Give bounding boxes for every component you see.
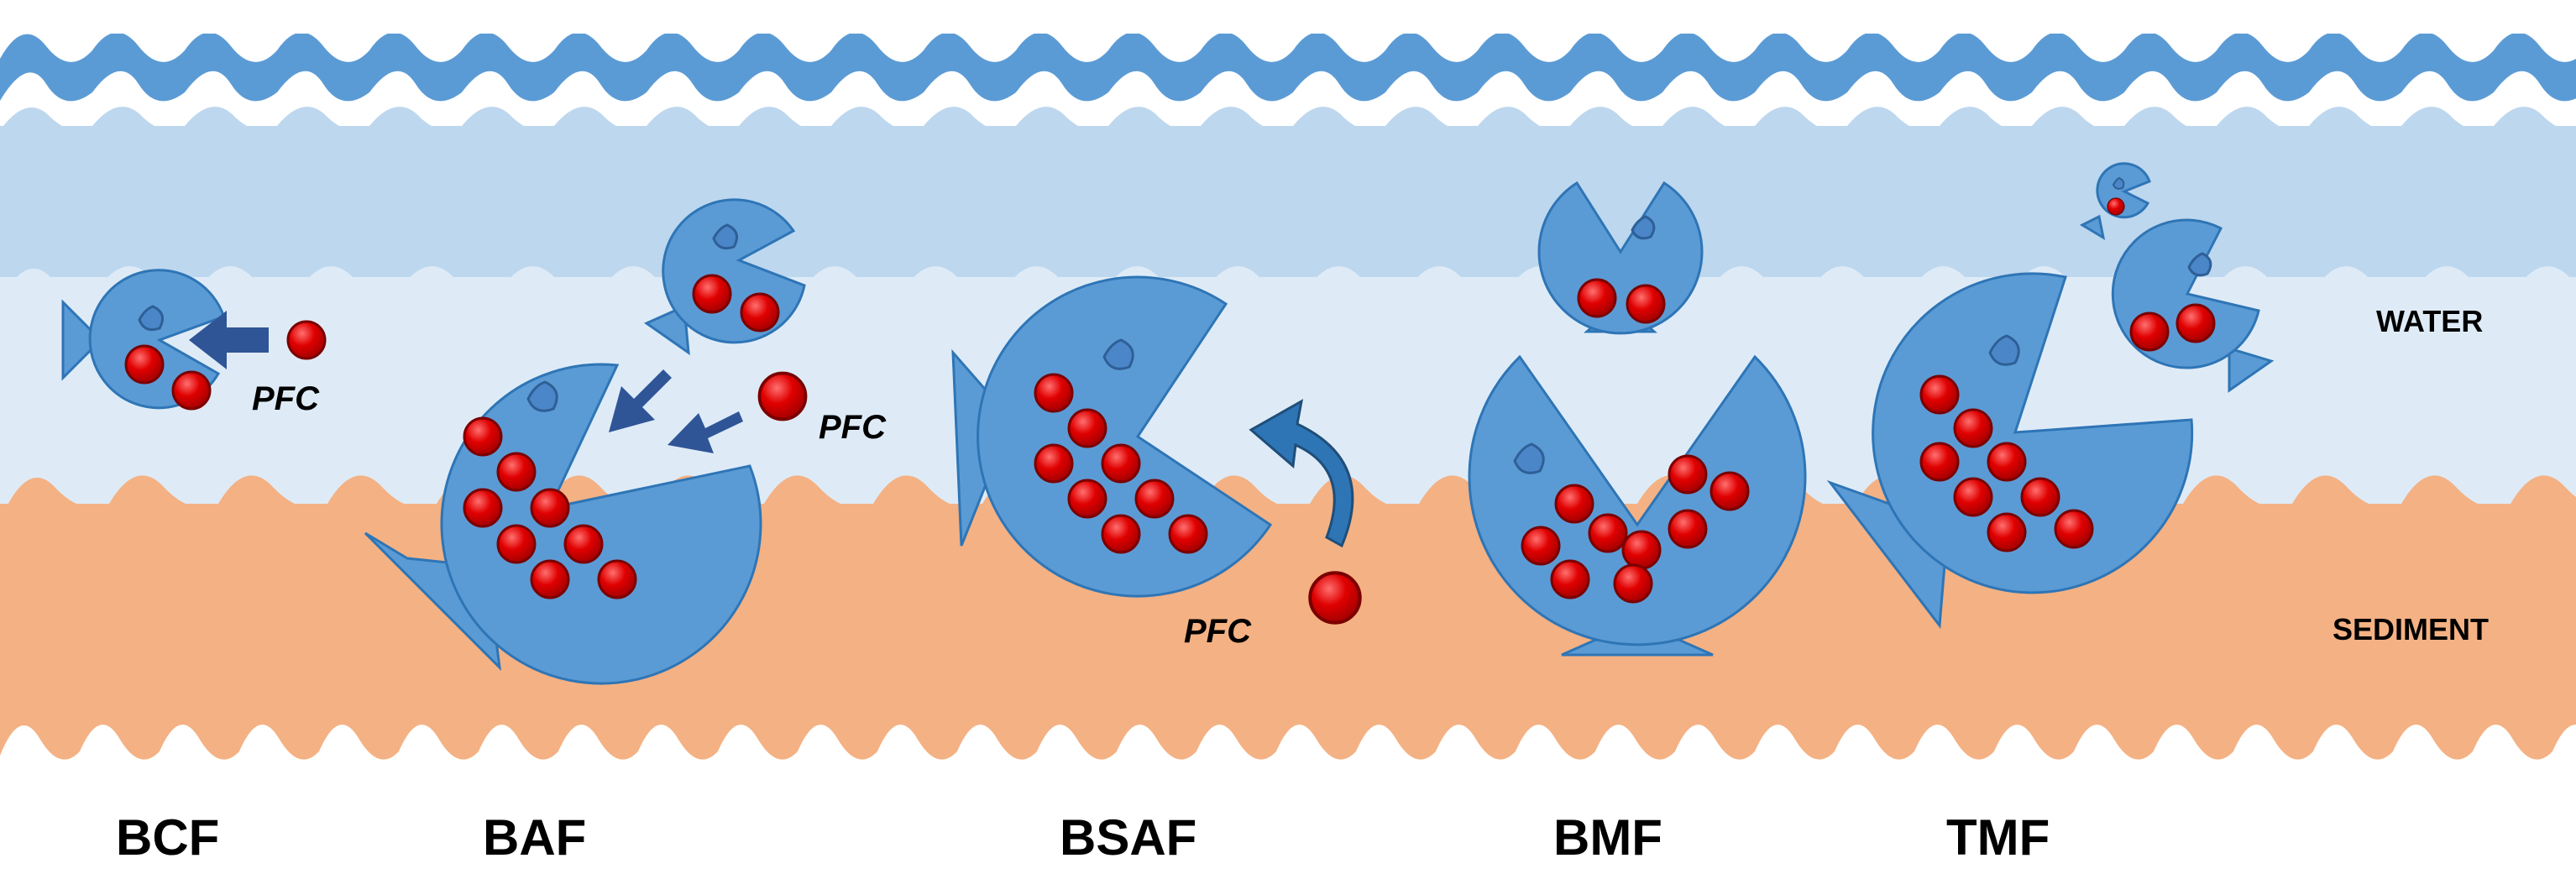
pfc-particle <box>1953 408 1993 448</box>
wave-top-white-shape <box>0 107 2576 168</box>
baf-label: BAF <box>483 809 586 866</box>
bcf-label: BCF <box>116 809 219 866</box>
sediment-bottom-waves <box>0 725 2576 874</box>
pfc-particle <box>1168 514 1208 554</box>
wave-top-dark-shape <box>0 0 2576 62</box>
fish-icon <box>364 363 762 685</box>
water-surface-waves <box>0 0 2576 62</box>
pfc-particle <box>597 559 637 599</box>
curved-uptake-arrow-icon <box>1249 399 1354 548</box>
pfc-particle <box>1919 442 1960 482</box>
pfc-particle <box>171 370 212 411</box>
water-surface-crests <box>0 71 2576 168</box>
wave-bottom-shape <box>0 725 2576 874</box>
bsaf-group: PFC <box>951 275 1360 650</box>
pfc-particle <box>2107 197 2125 216</box>
pfc-particle <box>286 320 327 360</box>
uptake-arrow-icon <box>609 369 672 432</box>
pfc-particle <box>2129 311 2170 352</box>
pfc-particle <box>1101 514 1141 554</box>
pfc-particle <box>2175 303 2216 343</box>
bmf-group <box>1468 181 1807 657</box>
pfc-particle <box>1034 373 1074 413</box>
sediment-zone-label: SEDIMENT <box>2333 612 2489 646</box>
pfc-label: PFC <box>1184 613 1252 650</box>
bmf-label: BMF <box>1553 809 1662 866</box>
pfc-particle <box>1621 530 1662 570</box>
pfc-particle <box>1067 479 1107 519</box>
pfc-particle <box>530 488 570 528</box>
pfc-particle <box>1134 479 1175 519</box>
fish-icon <box>951 275 1273 598</box>
pfc-particle <box>1668 509 1708 549</box>
pfc-particle <box>2054 509 2094 549</box>
pfc-particle <box>1034 443 1074 484</box>
pfc-particle <box>1554 484 1594 524</box>
pfc-particle <box>496 524 537 564</box>
pfc-particle <box>1550 559 1590 599</box>
uptake-arrow-icon <box>189 311 269 369</box>
pfc-particle <box>1709 471 1750 511</box>
pfc-particle <box>1577 278 1617 318</box>
pfc-particle <box>2020 477 2060 517</box>
pfc-particle <box>692 274 732 314</box>
pfc-particle <box>1987 512 2027 552</box>
pfc-label: PFC <box>252 380 320 417</box>
pfc-particle <box>1101 443 1141 484</box>
fish-icon <box>1826 272 2194 630</box>
pfc-particle <box>1521 526 1561 566</box>
pfc-particle <box>124 344 165 385</box>
pfc-particle <box>740 292 780 332</box>
baf-group: PFC <box>364 198 887 685</box>
pfc-particle <box>530 559 570 599</box>
pfc-particle <box>1588 513 1628 553</box>
bsaf-label: BSAF <box>1060 809 1196 866</box>
pfc-particle <box>1953 477 1993 517</box>
pfc-particle <box>1310 573 1359 622</box>
wave-top-white-shape <box>0 71 2576 126</box>
pfc-particle <box>1067 408 1107 448</box>
pfc-particle <box>1626 284 1666 324</box>
pfc-particle <box>563 524 604 564</box>
pfc-particle <box>1613 563 1653 604</box>
pfc-particle <box>757 371 808 421</box>
tmf-label: TMF <box>1946 809 2050 866</box>
pfc-particle <box>1919 374 1960 415</box>
pfc-particle <box>463 416 503 457</box>
pfc-label: PFC <box>819 409 887 446</box>
pfc-particle <box>1987 442 2027 482</box>
bcf-group: PFC <box>61 269 327 417</box>
uptake-arrow-icon <box>668 411 743 453</box>
tmf-group <box>1826 162 2275 630</box>
pfc-particle <box>463 488 503 528</box>
pfc-particle <box>1668 454 1708 495</box>
water-zone-label: WATER <box>2376 304 2483 338</box>
pfc-particle <box>496 452 537 492</box>
